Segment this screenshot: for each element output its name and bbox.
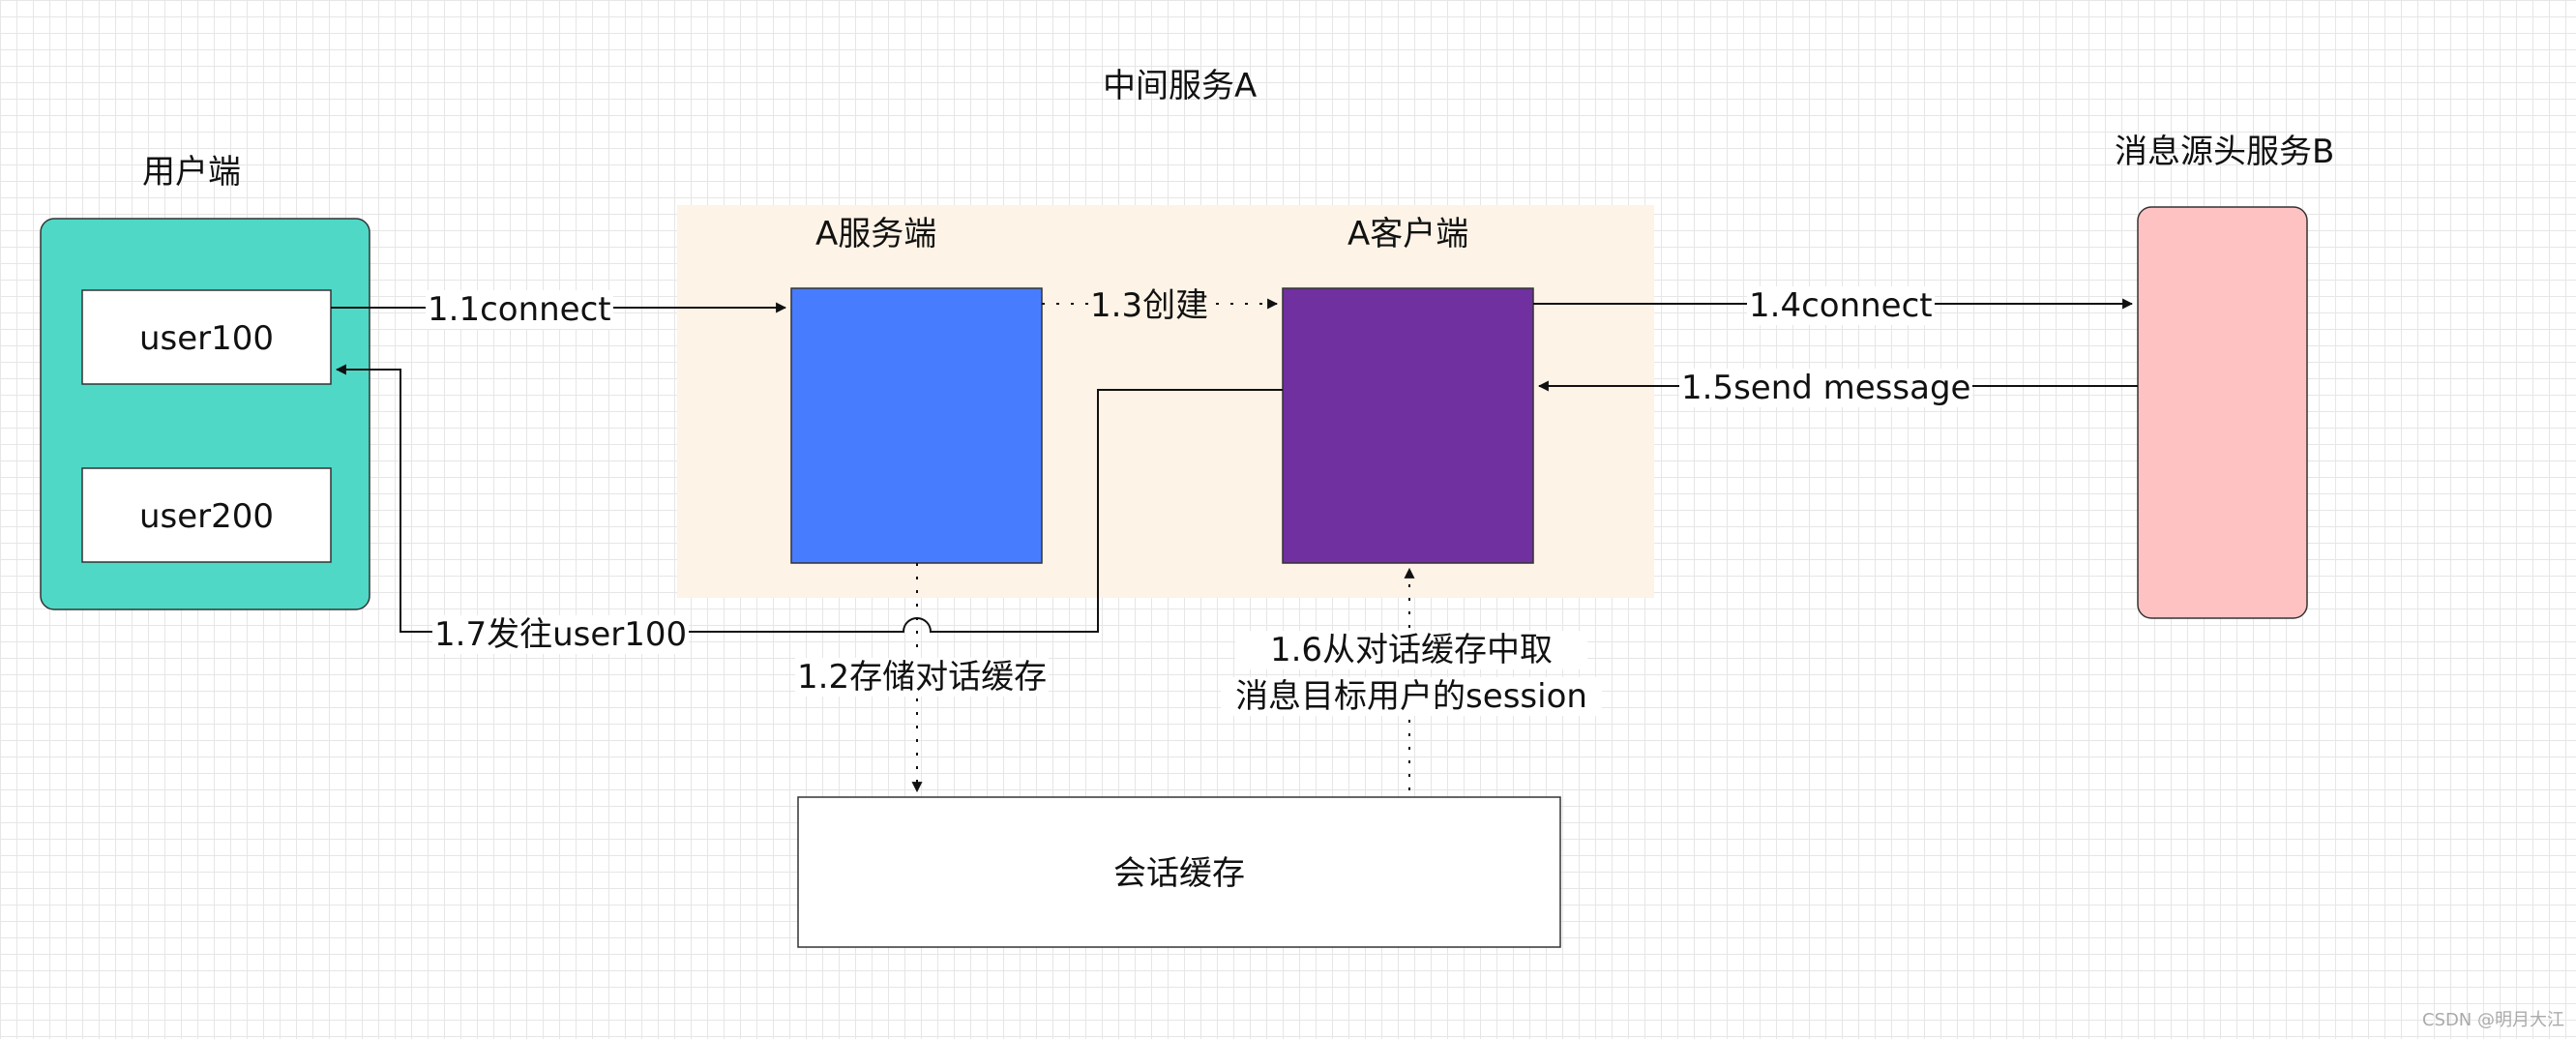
source-b-title: 消息源头服务B <box>2115 133 2335 171</box>
edge-1-7-label: 1.7发往user100 <box>432 615 690 654</box>
user100-box[interactable] <box>81 289 332 385</box>
edge-1-3-label: 1.3创建 <box>1088 286 1211 325</box>
session-cache-label: 会话缓存 <box>1113 854 1245 893</box>
edge-1-6-label-line1: 1.6从对话缓存中取 <box>1235 631 1587 669</box>
user100-label: user100 <box>138 319 275 358</box>
a-server-box[interactable] <box>790 287 1043 564</box>
watermark: CSDN @明月大江 <box>2421 1010 2564 1030</box>
user-side-title: 用户端 <box>142 153 241 192</box>
source-b-box[interactable] <box>2137 206 2308 619</box>
a-client-box[interactable] <box>1282 287 1534 564</box>
a-client-title: A客户端 <box>1347 215 1469 253</box>
edge-1-7-send-to-user100 <box>335 364 1283 633</box>
a-server-title: A服务端 <box>815 215 937 253</box>
edge-1-6-label-line2: 消息目标用户的session <box>1221 677 1602 716</box>
edge-1-2-label: 1.2存储对话缓存 <box>795 658 1050 697</box>
service-a-title: 中间服务A <box>1103 67 1258 105</box>
edge-1-5-label: 1.5send message <box>1679 369 1973 407</box>
edge-1-1-label: 1.1connect <box>426 290 613 329</box>
user200-label: user200 <box>138 497 275 536</box>
session-cache-box[interactable] <box>797 796 1561 948</box>
user200-box[interactable] <box>81 467 332 563</box>
edge-1-4-label: 1.4connect <box>1747 286 1935 325</box>
